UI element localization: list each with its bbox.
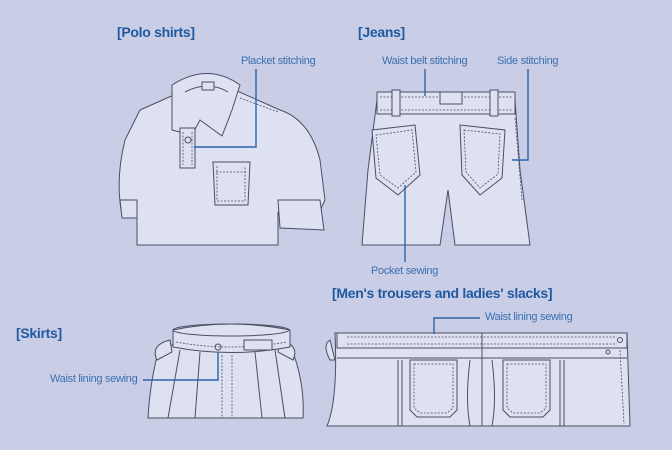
trousers-waist-leader-line — [433, 317, 480, 334]
jeans-heading: [Jeans] — [358, 24, 405, 40]
waist-belt-stitching-label: Waist belt stitching — [382, 55, 468, 67]
skirt-waist-lining-label: Waist lining sewing — [50, 373, 138, 385]
side-stitching-label: Side stitching — [497, 55, 559, 67]
polo-shirts-heading: [Polo shirts] — [117, 24, 195, 40]
skirts-heading: [Skirts] — [16, 325, 62, 341]
skirt-illustration — [147, 323, 304, 419]
skirt-waist-leader-line — [143, 352, 219, 381]
side-stitching-leader-line — [512, 69, 529, 161]
trousers-waist-lining-label: Waist lining sewing — [485, 311, 573, 323]
placket-leader-line — [194, 69, 257, 148]
placket-stitching-label: Placket stitching — [241, 55, 316, 67]
trousers-illustration — [325, 332, 631, 427]
trousers-heading: [Men's trousers and ladies' slacks] — [332, 285, 553, 301]
pocket-sewing-label: Pocket sewing — [371, 265, 439, 277]
polo-shirt-illustration — [118, 73, 326, 246]
jeans-illustration — [361, 89, 531, 246]
